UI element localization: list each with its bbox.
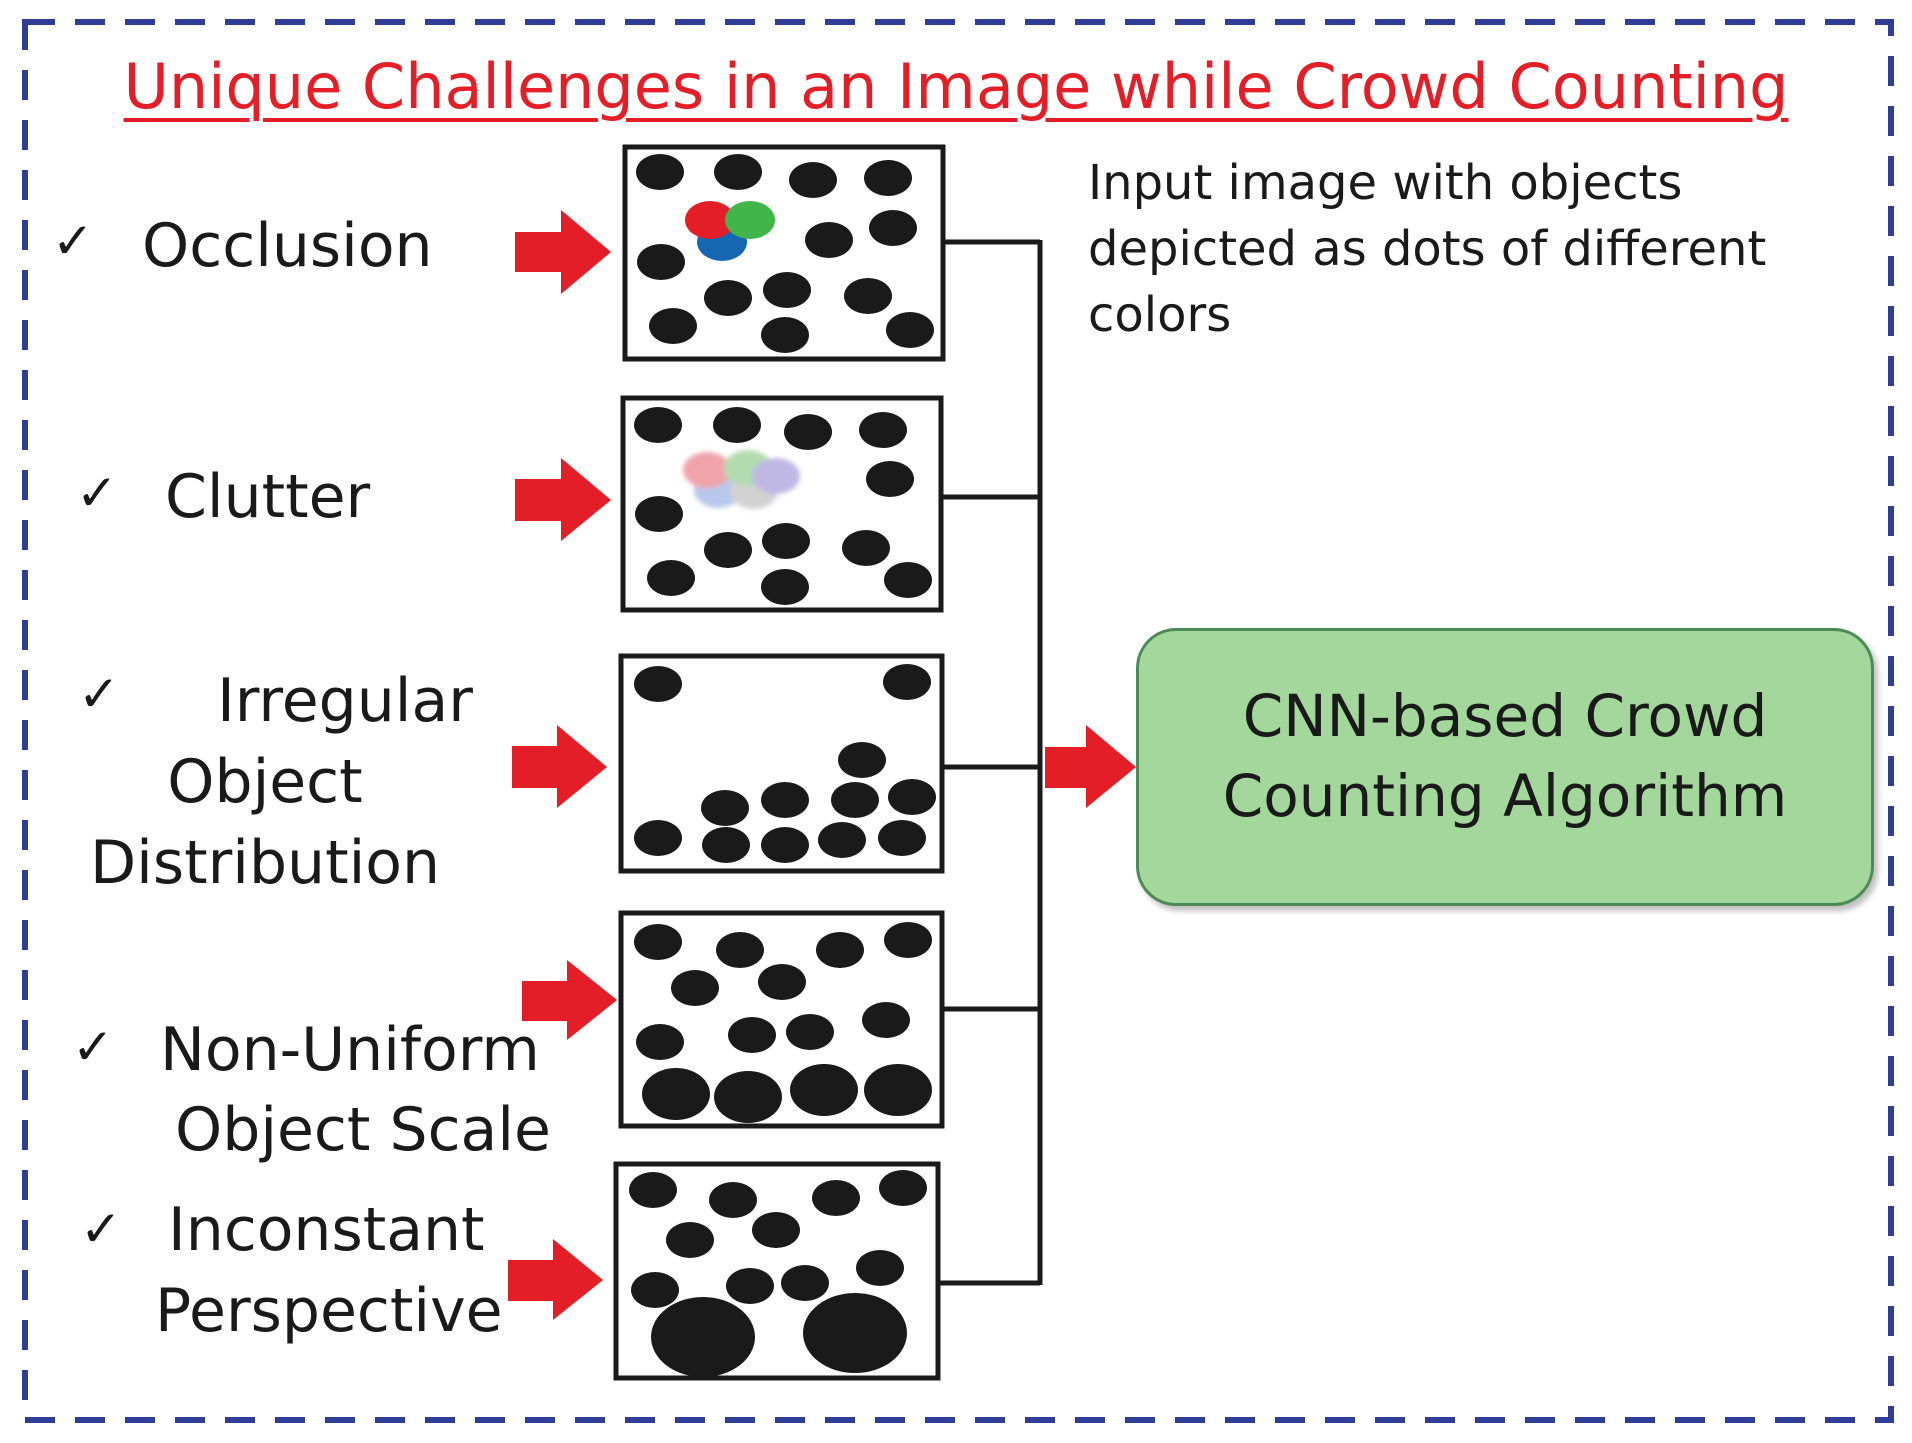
challenge-clutter: Clutter bbox=[165, 462, 371, 532]
check-icon: ✓ bbox=[72, 1018, 114, 1076]
diagram-title: Unique Challenges in an Image while Crow… bbox=[123, 50, 1789, 123]
challenge-perspective-line2: Perspective bbox=[155, 1276, 503, 1346]
arrow-irregular-distribution bbox=[512, 725, 607, 808]
connector-lines bbox=[938, 239, 1043, 1286]
check-icon: ✓ bbox=[78, 665, 120, 723]
check-icon: ✓ bbox=[80, 1200, 122, 1258]
challenge-non-uniform-line1: Non-Uniform bbox=[160, 1015, 540, 1085]
arrow-to-algorithm bbox=[1045, 725, 1136, 808]
challenge-occlusion: Occlusion bbox=[142, 211, 433, 281]
cnn-algorithm-label: CNN-based Crowd Counting Algorithm bbox=[1222, 682, 1788, 830]
arrows bbox=[508, 210, 1136, 1320]
challenge-irregular-line3: Distribution bbox=[89, 828, 441, 898]
arrow-occlusion bbox=[515, 210, 611, 294]
panel-clutter bbox=[620, 395, 944, 613]
check-icon: ✓ bbox=[52, 212, 94, 270]
panel-inconstant-perspective bbox=[613, 1161, 941, 1381]
challenge-perspective-line1: Inconstant bbox=[168, 1195, 485, 1265]
arrow-inconstant-perspective bbox=[508, 1239, 603, 1320]
challenge-non-uniform-line2: Object Scale bbox=[175, 1095, 551, 1165]
check-icon: ✓ bbox=[76, 464, 118, 522]
input-image-note: Input image with objects depicted as dot… bbox=[1088, 155, 1767, 343]
panel-irregular-distribution bbox=[618, 653, 945, 874]
challenge-irregular-line1: Irregular bbox=[217, 666, 473, 736]
panel-non-uniform-scale bbox=[618, 910, 945, 1129]
challenge-irregular-line2: Object bbox=[167, 747, 363, 817]
outer-dashed-frame bbox=[22, 19, 1894, 1423]
panel-occlusion bbox=[622, 144, 946, 362]
arrow-clutter bbox=[515, 458, 611, 541]
arrow-non-uniform-scale bbox=[522, 960, 617, 1040]
cnn-algorithm-box bbox=[1136, 628, 1874, 906]
